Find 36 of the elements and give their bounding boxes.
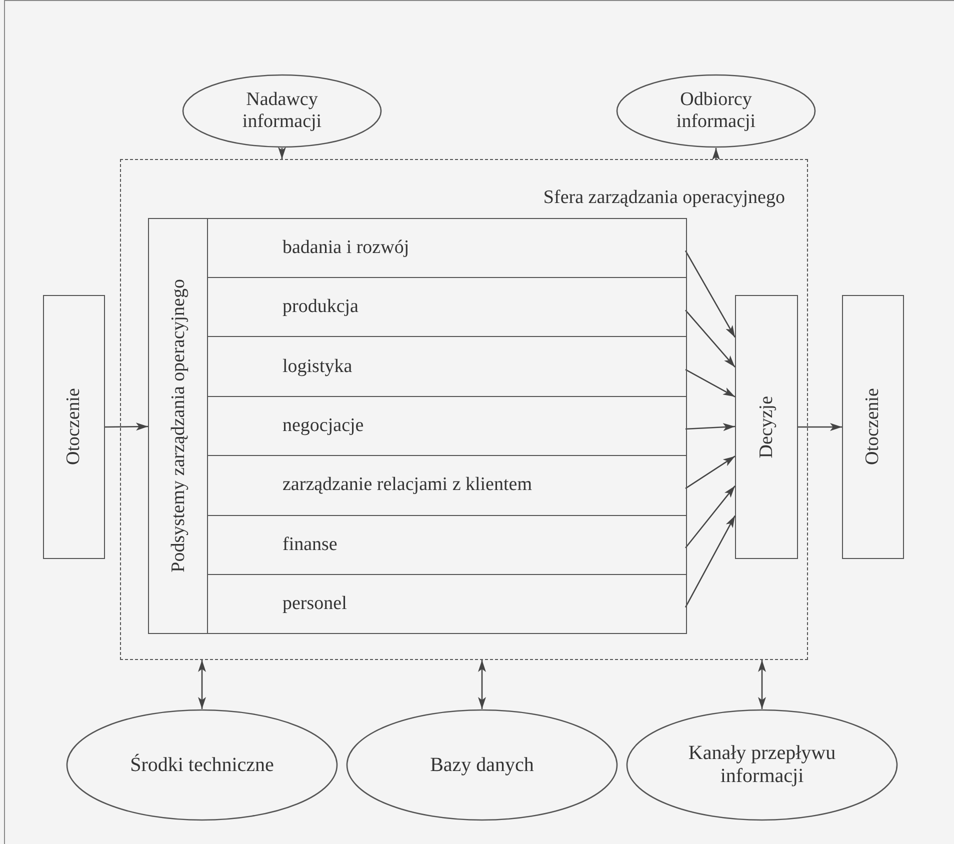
vertical-box [43, 295, 105, 559]
box-label: Otoczenie [862, 388, 884, 466]
box-label: Decyzje [756, 396, 778, 458]
ellipse-label: Kanały przepływu informacji [688, 742, 836, 788]
ellipse-label: Bazy danych [430, 754, 534, 776]
ellipse-label: Odbiorcy informacji [675, 89, 757, 133]
subsystem-panel [148, 218, 687, 634]
vertical-box [842, 295, 904, 559]
vertical-box [735, 295, 798, 559]
ellipse-label: Nadawcy informacji [241, 89, 323, 133]
box-label: Otoczenie [63, 388, 85, 466]
row-label: produkcja [282, 296, 358, 318]
arrow [685, 486, 736, 548]
row-label: logistyka [282, 356, 352, 378]
arrow [278, 147, 286, 159]
row-label: zarządzanie relacjami z klientem [282, 474, 532, 496]
arrow [685, 456, 736, 489]
arrow [685, 369, 736, 398]
row-label: negocjacje [282, 414, 364, 437]
arrow [684, 250, 736, 338]
vertical-label: Podsystemy zarządzania operacyjnego [168, 279, 190, 573]
arrow [798, 423, 842, 431]
row-label: finanse [282, 534, 338, 556]
arrow [684, 515, 736, 608]
row-label: personel [282, 593, 347, 616]
arrow [712, 148, 720, 160]
arrow [198, 660, 206, 709]
row-label: badania i rozwój [282, 236, 410, 259]
arrow [758, 660, 766, 709]
arrow [105, 422, 148, 431]
arrow [478, 660, 486, 709]
dashed-region [120, 159, 808, 660]
arrow [685, 423, 736, 432]
arrow [685, 310, 736, 368]
region-title: Sfera zarządzania operacyjnego [543, 187, 785, 209]
ellipse-label: Środki techniczne [130, 754, 274, 776]
